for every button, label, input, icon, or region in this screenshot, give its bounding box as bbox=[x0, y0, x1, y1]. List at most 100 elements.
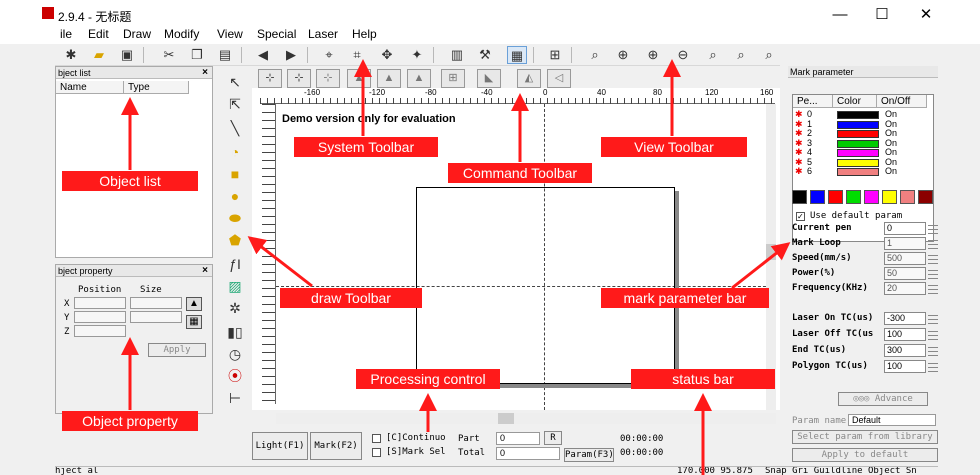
mark-button[interactable]: Mark(F2) bbox=[310, 432, 362, 460]
spin-control[interactable] bbox=[928, 252, 938, 265]
menu-modify[interactable]: Modify bbox=[164, 27, 200, 41]
clock-icon[interactable]: ◷ bbox=[228, 346, 242, 362]
palette-swatch[interactable] bbox=[900, 190, 915, 204]
spin-control[interactable] bbox=[928, 312, 938, 325]
zoom-fit-icon[interactable]: ⌕ bbox=[737, 47, 745, 62]
lock-icon[interactable]: ▲ bbox=[186, 297, 202, 311]
column-color[interactable]: Color bbox=[833, 95, 877, 108]
traffic-light-icon[interactable]: ⦿ bbox=[228, 368, 242, 384]
open-folder-icon[interactable]: ▰ bbox=[94, 47, 104, 62]
menu-view[interactable]: View bbox=[217, 27, 243, 41]
param-value-field[interactable]: 300 bbox=[884, 344, 926, 357]
line-icon[interactable]: ╲ bbox=[230, 120, 240, 136]
zoom-icon[interactable]: ⌕ bbox=[591, 47, 599, 62]
center-icon[interactable]: ⊹ bbox=[316, 69, 340, 88]
spin-control[interactable] bbox=[928, 267, 938, 280]
apply-button[interactable]: Apply bbox=[148, 343, 206, 357]
column-type[interactable]: Type bbox=[124, 81, 189, 94]
circle-icon[interactable]: ● bbox=[230, 188, 240, 204]
param-name-field[interactable]: Default bbox=[848, 414, 936, 426]
menu-laser[interactable]: Laser bbox=[308, 27, 339, 41]
select-library-button[interactable]: Select param from library bbox=[792, 430, 938, 444]
menu-draw[interactable]: Draw bbox=[123, 27, 152, 41]
node-edit-icon[interactable]: ⇱ bbox=[229, 96, 241, 112]
part-field[interactable]: 0 bbox=[496, 432, 540, 445]
rotate-icon[interactable]: ✥ bbox=[381, 47, 393, 62]
zoom-out-icon[interactable]: ⊖ bbox=[677, 47, 689, 62]
palette-swatch[interactable] bbox=[918, 190, 933, 204]
copy-icon[interactable]: ❐ bbox=[191, 47, 203, 62]
minimize-button[interactable]: — bbox=[832, 6, 848, 23]
spin-control[interactable] bbox=[928, 360, 938, 373]
column-pen[interactable]: Pe... bbox=[793, 95, 833, 108]
param-value-field[interactable]: 100 bbox=[884, 328, 926, 341]
param-value-field[interactable]: 1 bbox=[884, 237, 926, 250]
menu-help[interactable]: Help bbox=[352, 27, 377, 41]
total-field[interactable]: 0 bbox=[496, 447, 560, 460]
align-node-icon[interactable]: ⊹ bbox=[287, 69, 311, 88]
palette-swatch[interactable] bbox=[810, 190, 825, 204]
unlock-icon[interactable]: ▲ bbox=[407, 69, 431, 88]
select-arrow-icon[interactable]: ↖ bbox=[229, 74, 241, 90]
zoom-in-icon[interactable]: ⊕ bbox=[617, 47, 629, 62]
mirror-v-icon[interactable]: ◁ bbox=[547, 69, 571, 88]
zoom-select-icon[interactable]: ⌕ bbox=[765, 47, 773, 62]
text-icon[interactable]: ƒI bbox=[229, 256, 241, 272]
spin-control[interactable] bbox=[928, 222, 938, 235]
palette-swatch[interactable] bbox=[864, 190, 879, 204]
light-button[interactable]: Light(F1) bbox=[252, 432, 308, 460]
curve-icon[interactable]: ◔ bbox=[230, 144, 240, 160]
apply-default-button[interactable]: Apply to default bbox=[792, 448, 938, 462]
continuous-checkbox[interactable] bbox=[372, 434, 381, 443]
mirror-h-icon[interactable]: ◭ bbox=[517, 69, 541, 88]
hatch-icon[interactable]: ▥ bbox=[450, 47, 464, 62]
spin-control[interactable] bbox=[928, 344, 938, 357]
maximize-button[interactable]: ☐ bbox=[875, 6, 889, 23]
menu-edit[interactable]: Edit bbox=[88, 27, 109, 41]
param-value-field[interactable]: 100 bbox=[884, 360, 926, 373]
palette-swatch[interactable] bbox=[828, 190, 843, 204]
close-icon[interactable]: × bbox=[202, 265, 208, 276]
size-x-field[interactable] bbox=[130, 297, 182, 309]
hammer-icon[interactable]: ◣ bbox=[477, 69, 501, 88]
mark-sel-checkbox[interactable] bbox=[372, 448, 381, 457]
pos-z-field[interactable] bbox=[74, 325, 126, 337]
align-center-icon[interactable]: ⊹ bbox=[258, 69, 282, 88]
group-icon[interactable]: ⊞ bbox=[441, 69, 465, 88]
palette-swatch[interactable] bbox=[882, 190, 897, 204]
pos-y-field[interactable] bbox=[74, 311, 126, 323]
ellipse-icon[interactable]: ⬬ bbox=[229, 210, 241, 226]
forward-icon[interactable]: ▶ bbox=[286, 47, 296, 62]
polygon-icon[interactable]: ⬟ bbox=[228, 232, 242, 248]
save-icon[interactable]: ▣ bbox=[120, 47, 134, 62]
use-default-checkbox[interactable]: ✓ bbox=[796, 212, 805, 221]
table-icon[interactable]: ▦ bbox=[507, 46, 527, 64]
param-button[interactable]: Param(F3) bbox=[564, 448, 614, 462]
grid-icon[interactable]: ▦ bbox=[186, 315, 202, 329]
zoom-all-icon[interactable]: ⌕ bbox=[709, 47, 717, 62]
palette-swatch[interactable] bbox=[792, 190, 807, 204]
rectangle-icon[interactable]: ■ bbox=[230, 166, 240, 182]
lock-closed-icon[interactable]: ▲ bbox=[377, 69, 401, 88]
vector-file-icon[interactable]: ✲ bbox=[229, 300, 241, 316]
back-icon[interactable]: ◀ bbox=[258, 47, 268, 62]
new-icon[interactable]: ✱ bbox=[65, 47, 77, 62]
cut-icon[interactable]: ✂ bbox=[163, 47, 175, 62]
barcode-icon[interactable]: ▮▯ bbox=[227, 324, 243, 340]
transform-icon[interactable]: ✦ bbox=[411, 47, 423, 62]
spin-control[interactable] bbox=[928, 282, 938, 295]
close-button[interactable]: ✕ bbox=[919, 6, 933, 23]
node-edit-icon[interactable]: ⌖ bbox=[325, 47, 333, 62]
tools-icon[interactable]: ⚒ bbox=[479, 47, 491, 62]
reset-button[interactable]: R bbox=[544, 431, 562, 445]
zoom-plus-icon[interactable]: ⊕ bbox=[647, 47, 659, 62]
param-value-field[interactable]: -300 bbox=[884, 312, 926, 325]
delay-icon[interactable]: ⊢ bbox=[228, 390, 242, 406]
bitmap-icon[interactable]: ▨ bbox=[228, 278, 242, 294]
